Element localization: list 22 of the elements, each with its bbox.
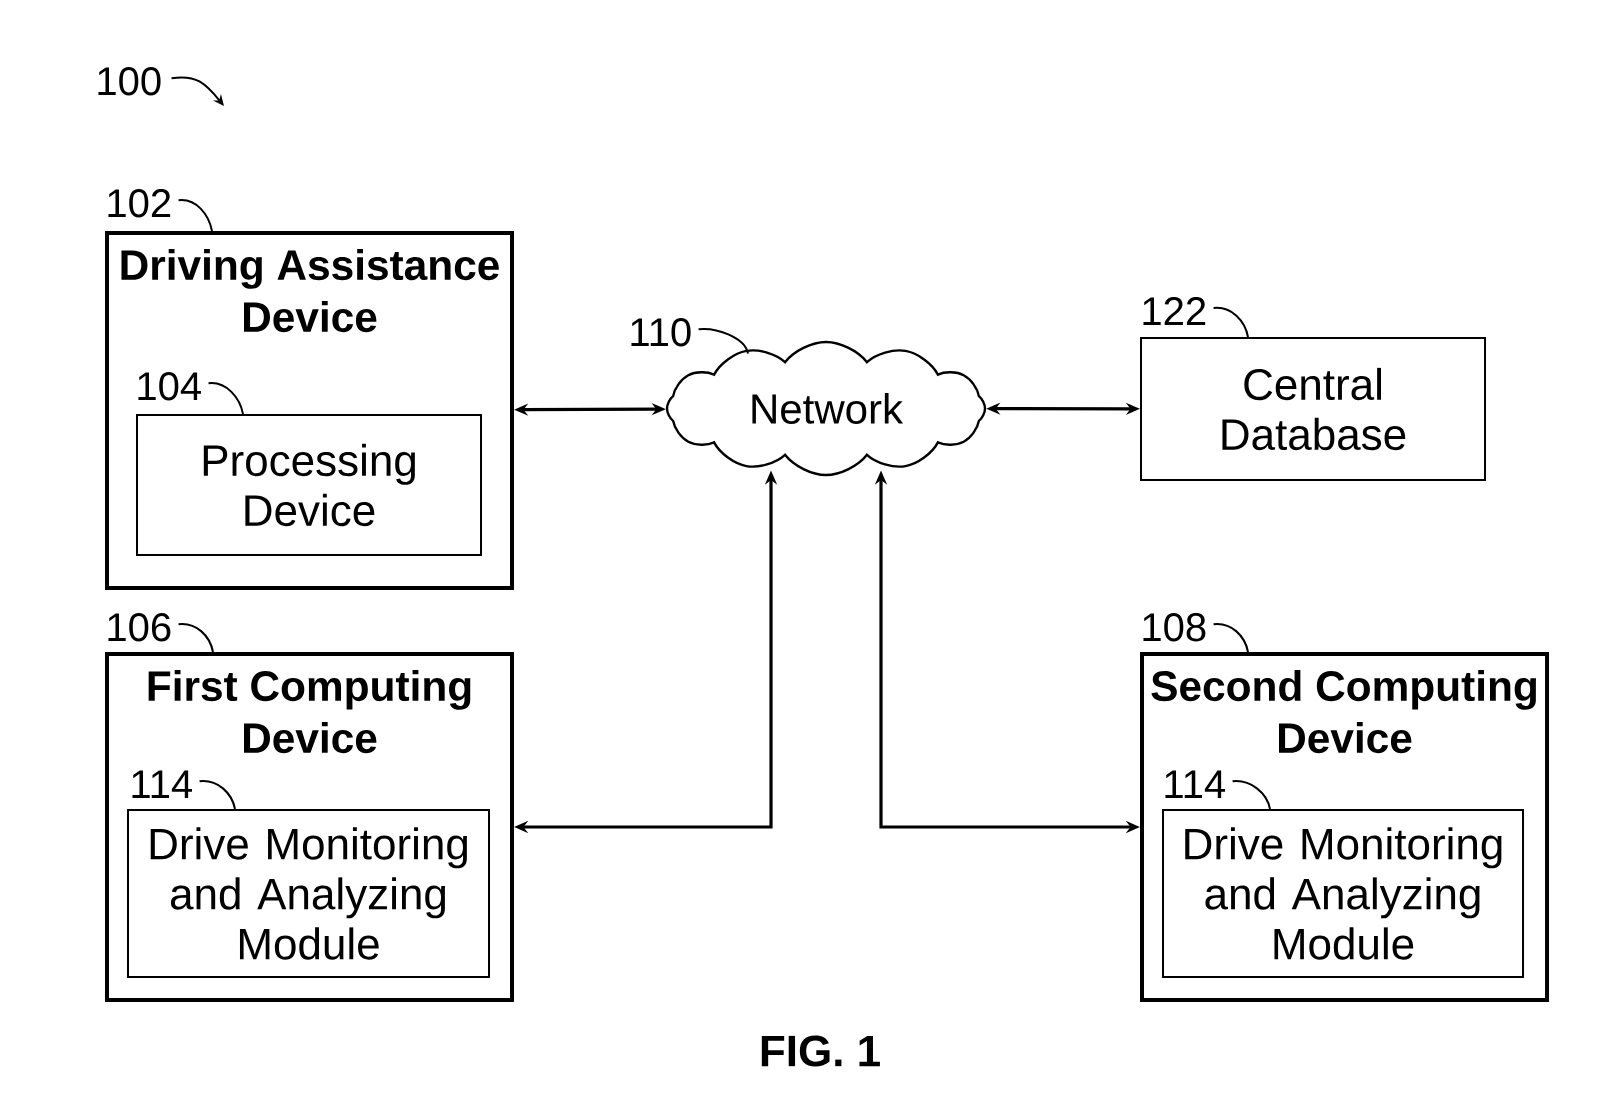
figure-caption: FIG. 1 xyxy=(761,1035,880,1067)
reference-numeral: 122 xyxy=(1143,297,1206,325)
leader-line xyxy=(1212,306,1249,338)
module-box: Central Database xyxy=(1140,337,1486,481)
reference-numeral: 108 xyxy=(1143,613,1206,642)
leader-arrow xyxy=(170,76,224,106)
module-box: Processing Device xyxy=(136,414,482,556)
leader-line xyxy=(177,199,213,232)
leader-line xyxy=(1212,623,1249,653)
reference-numeral: 100 xyxy=(98,67,161,96)
leader-line xyxy=(207,382,244,415)
leader-line xyxy=(177,623,214,653)
module-box: Drive Monitoring and Analyzing Module xyxy=(1162,809,1525,978)
module-box: Drive Monitoring and Analyzing Module xyxy=(127,809,490,978)
reference-numeral: 104 xyxy=(138,372,201,401)
reference-numeral: 114 xyxy=(1165,770,1225,798)
reference-numeral: 114 xyxy=(132,770,192,798)
reference-numeral: 106 xyxy=(108,613,171,642)
reference-numeral: 102 xyxy=(108,189,171,218)
leader-line xyxy=(697,328,749,355)
leader-line xyxy=(198,780,236,810)
leader-line xyxy=(1231,780,1271,810)
